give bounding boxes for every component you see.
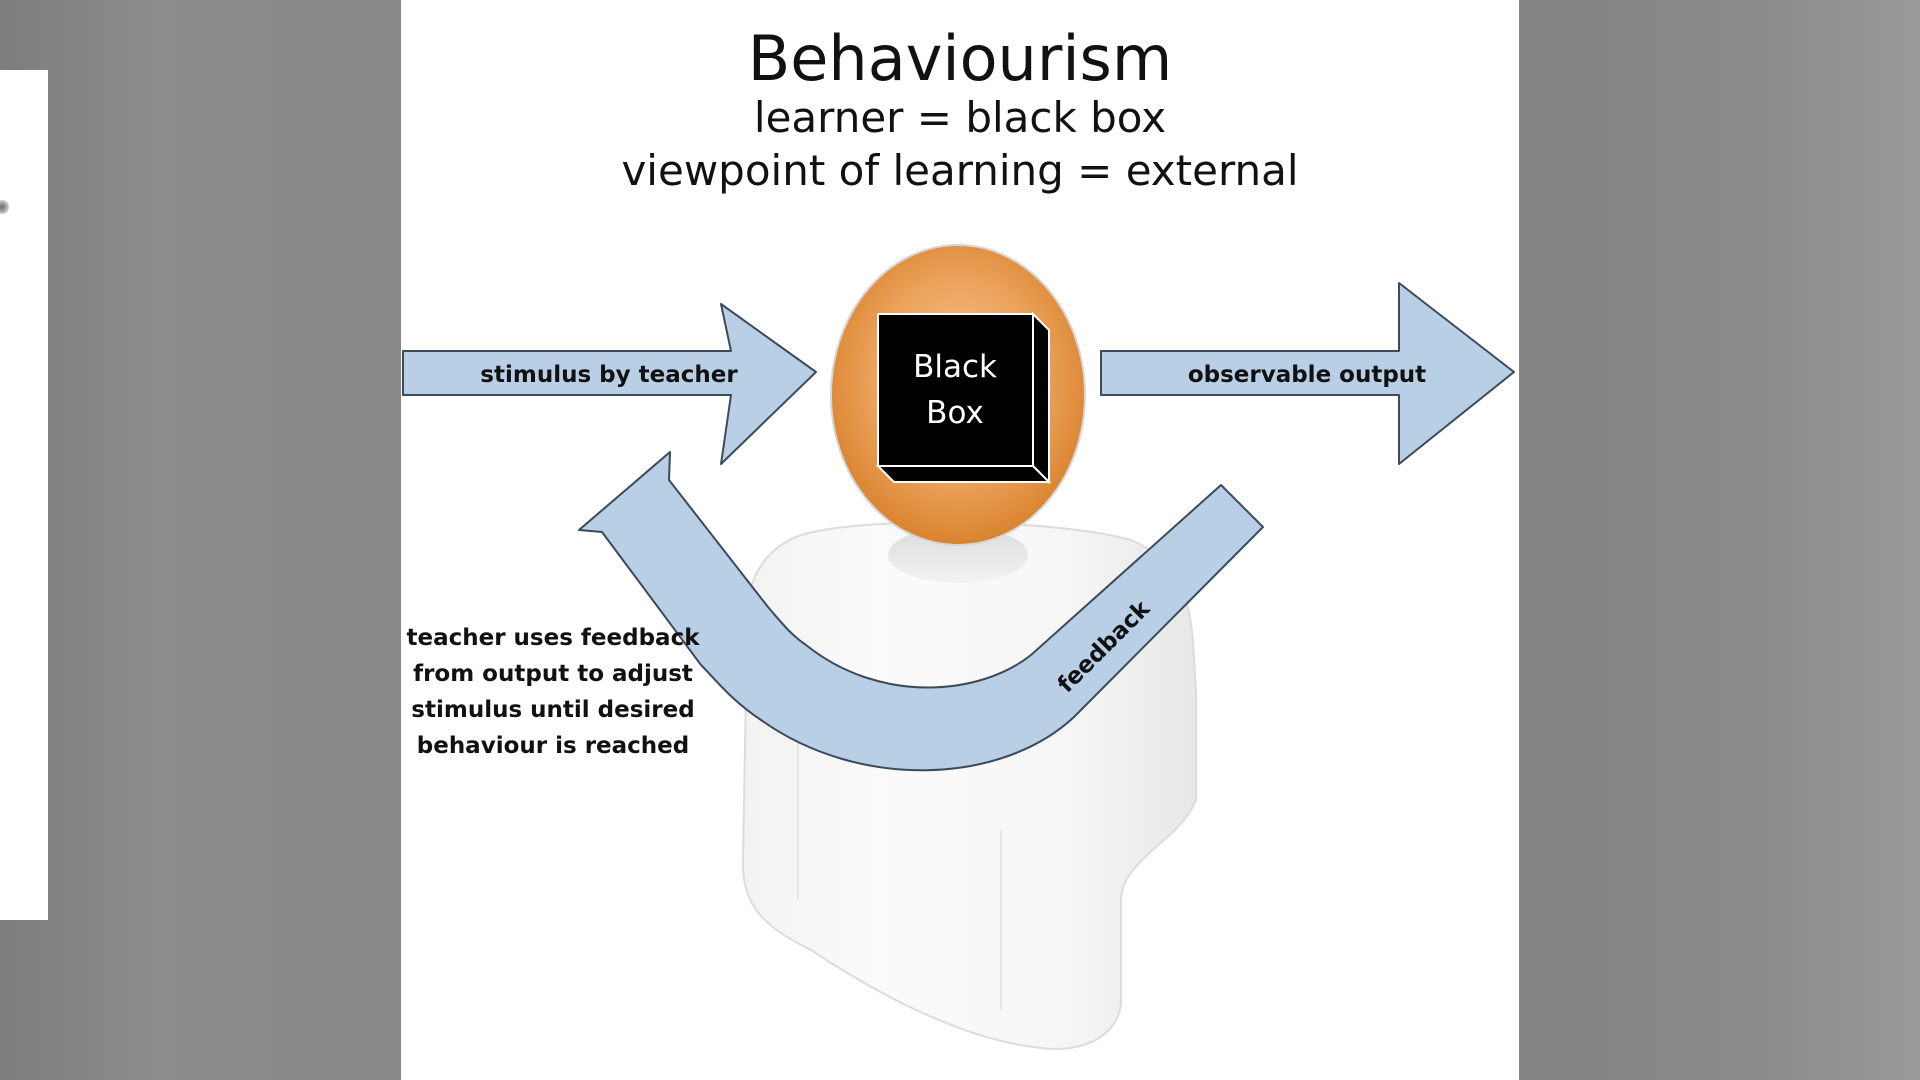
previous-slide-edge (0, 70, 48, 920)
stimulus-arrow (402, 303, 817, 465)
previous-slide-mark (0, 200, 10, 214)
stimulus-arrow-label: stimulus by teacher (480, 362, 738, 388)
subtitle-viewpoint: viewpoint of learning = external (621, 146, 1299, 195)
black-box: Black Box (875, 311, 1052, 485)
feedback-explanation: teacher uses feedback from output to adj… (403, 620, 703, 764)
learner-neck (888, 527, 1028, 583)
black-box-label-line-2: Box (926, 395, 984, 431)
explanation-line: teacher uses feedback (406, 625, 700, 651)
behaviourism-diagram: Black Box stimulus by teacher observable… (402, 244, 1515, 1050)
black-box-front (877, 313, 1034, 467)
output-arrow (1100, 282, 1515, 465)
explanation-line: behaviour is reached (416, 733, 690, 759)
explanation-line: stimulus until desired (411, 697, 695, 723)
black-box-side (1032, 311, 1050, 485)
black-box-bottom (875, 465, 1052, 483)
output-arrow-label: observable output (1188, 362, 1426, 388)
subtitle-learner-definition: learner = black box (753, 93, 1167, 142)
feedback-arrow (578, 451, 1264, 772)
slide-title: Behaviourism (747, 22, 1173, 95)
explanation-line: from output to adjust (413, 661, 693, 687)
black-box-label-line-1: Black (913, 349, 997, 385)
slide: Black Box stimulus by teacher observable… (401, 0, 1519, 1080)
